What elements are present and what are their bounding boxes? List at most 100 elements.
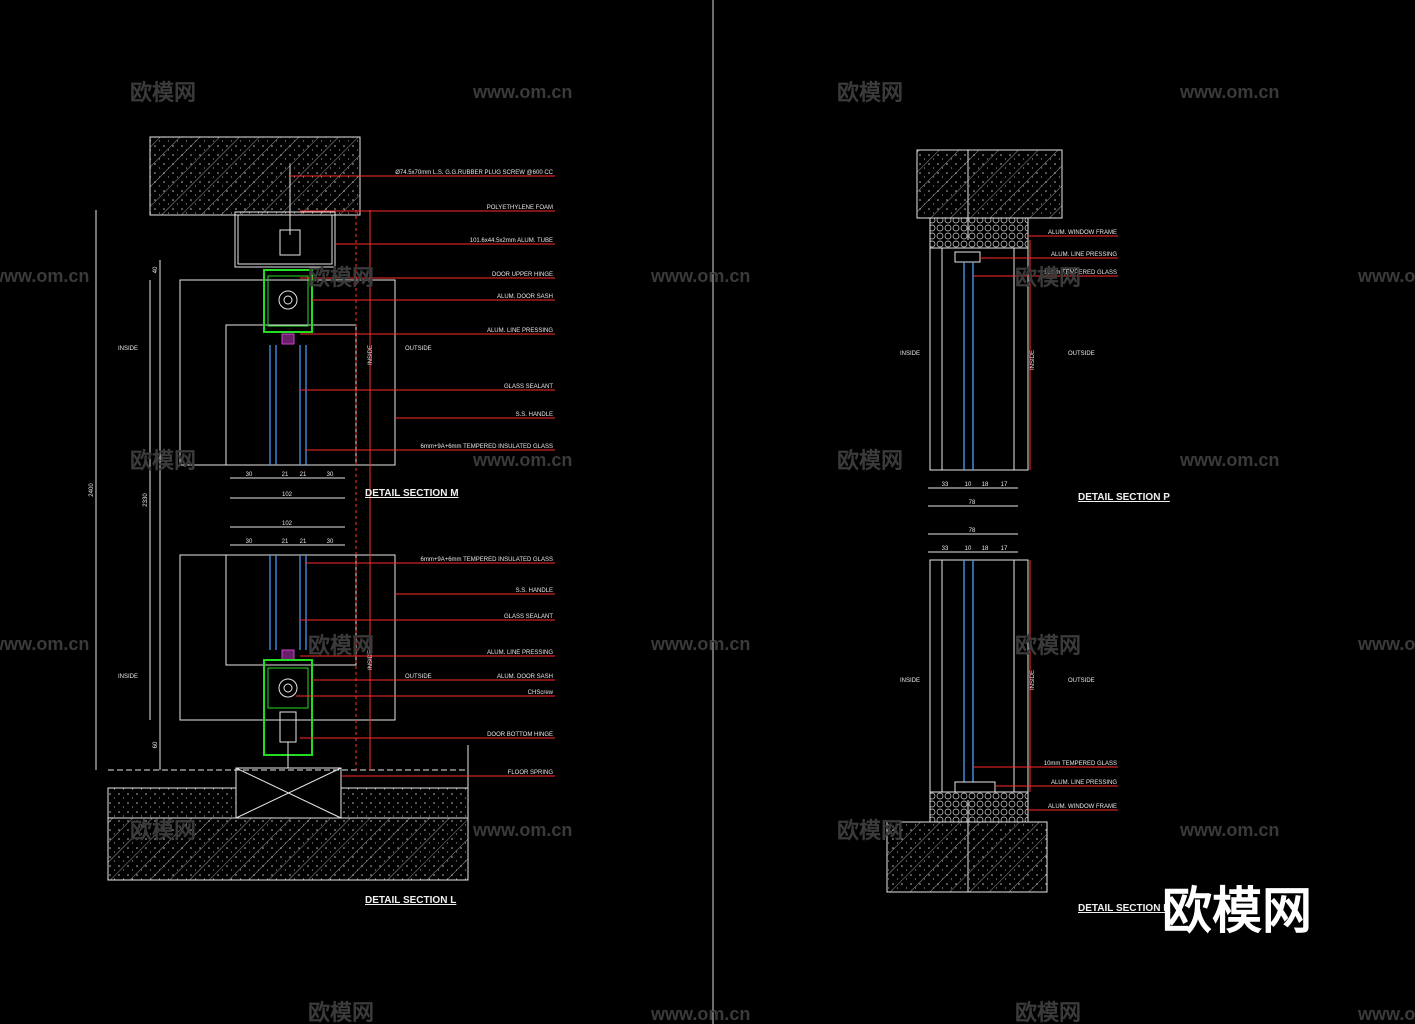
label-m-0: Ø74.5x70mm L.S. G.G.RUBBER PLUG SCREW @6… [395, 170, 553, 176]
dim-m-2: 21 [300, 472, 307, 478]
dim-m-1: 21 [282, 472, 289, 478]
label-p-2: 10mm TEMPERED GLASS [1044, 270, 1117, 276]
section-l-side-left: INSIDE [118, 674, 138, 680]
svg-text:www.om.cn: www.om.cn [0, 266, 89, 286]
label-n-0: 10mm TEMPERED GLASS [1044, 761, 1117, 767]
svg-text:欧模网: 欧模网 [1015, 265, 1081, 291]
overall-dimensions [95, 210, 371, 770]
label-m-4: ALUM. DOOR SASH [497, 294, 553, 300]
dim-n-width: 78 [969, 528, 976, 534]
svg-text:欧模网: 欧模网 [1015, 1000, 1081, 1024]
dim-l-width: 102 [282, 521, 293, 527]
svg-text:www.om.cn: www.om.cn [1357, 1004, 1415, 1024]
label-l-3: ALUM. LINE PRESSING [487, 650, 553, 656]
detail-section-l [107, 526, 469, 881]
svg-text:欧模网: 欧模网 [308, 633, 374, 659]
dim-l-0: 30 [246, 539, 253, 545]
watermarks: 欧模网 www.om.cn 欧模网 www.om.cn www.om.cn 欧模… [0, 80, 1415, 1024]
label-l-2: GLASS SEALANT [504, 614, 553, 620]
label-m-3: DOOR UPPER HINGE [492, 272, 553, 278]
section-m-title: DETAIL SECTION M [365, 488, 459, 499]
dim-m-width: 102 [282, 492, 293, 498]
svg-text:www.om.cn: www.om.cn [472, 450, 572, 470]
section-n-leaders [973, 560, 1118, 811]
section-p-foam [929, 217, 1029, 249]
svg-text:欧模网: 欧模网 [308, 265, 374, 291]
section-l-vertical-tag: INSIDE [368, 650, 374, 670]
detail-section-p [916, 149, 1063, 507]
section-n-side-right: OUTSIDE [1068, 678, 1095, 684]
dim-2400: 2400 [89, 483, 95, 497]
label-l-7: FLOOR SPRING [508, 770, 554, 776]
dim-40: 40 [153, 266, 159, 273]
svg-text:欧模网: 欧模网 [1015, 633, 1081, 659]
section-m-leaders [290, 175, 555, 451]
svg-text:www.om.cn: www.om.cn [472, 820, 572, 840]
svg-text:欧模网: 欧模网 [130, 818, 196, 844]
section-n-title: DETAIL SECTION N [1078, 903, 1170, 914]
label-l-6: DOOR BOTTOM HINGE [487, 732, 553, 738]
section-p-side-left: INSIDE [900, 351, 920, 357]
section-n-side-left: INSIDE [900, 678, 920, 684]
section-n-frame [929, 559, 1029, 793]
dim-p-0: 33 [942, 482, 949, 488]
dim-l-2: 21 [300, 539, 307, 545]
label-l-5: CHScrew [528, 690, 554, 696]
brand-logo: 欧模网 [1162, 882, 1312, 940]
label-m-5: ALUM. LINE PRESSING [487, 328, 553, 334]
svg-text:www.om.cn: www.om.cn [650, 634, 750, 654]
svg-text:www.om.cn: www.om.cn [650, 1004, 750, 1024]
svg-text:www.om.cn: www.om.cn [650, 266, 750, 286]
svg-text:欧模网: 欧模网 [837, 448, 903, 474]
label-m-2: 101.6x44.5x2mm ALUM. TUBE [470, 238, 553, 244]
svg-text:www.om.cn: www.om.cn [1357, 266, 1415, 286]
section-l-title: DETAIL SECTION L [365, 895, 456, 906]
section-m-side-right: OUTSIDE [405, 346, 432, 352]
label-p-0: ALUM. WINDOW FRAME [1048, 230, 1117, 236]
label-n-1: ALUM. LINE PRESSING [1051, 780, 1117, 786]
svg-text:欧模网: 欧模网 [130, 80, 196, 106]
section-l-side-right: OUTSIDE [405, 674, 432, 680]
alum-tube [234, 211, 336, 268]
svg-text:www.om.cn: www.om.cn [472, 82, 572, 102]
label-m-6: GLASS SEALANT [504, 384, 553, 390]
section-m-vertical-tag: INSIDE [368, 345, 374, 365]
label-m-7: S.S. HANDLE [516, 412, 553, 418]
detail-section-n [886, 533, 1048, 893]
label-l-1: S.S. HANDLE [516, 588, 553, 594]
dim-l-1: 21 [282, 539, 289, 545]
section-l-leaders [296, 562, 555, 777]
svg-text:欧模网: 欧模网 [130, 448, 196, 474]
alum-door-sash-m [263, 269, 313, 333]
svg-text:欧模网: 欧模网 [837, 80, 903, 106]
section-p-leaders [973, 235, 1118, 470]
dim-m-3: 30 [327, 472, 334, 478]
label-p-1: ALUM. LINE PRESSING [1051, 252, 1117, 258]
dim-p-3: 17 [1001, 482, 1008, 488]
dim-m-0: 30 [246, 472, 253, 478]
detail-section-m [149, 136, 396, 499]
label-m-1: POLYETHYLENE FOAM [487, 205, 553, 211]
section-p-title: DETAIL SECTION P [1078, 492, 1170, 503]
dim-p-width: 78 [969, 500, 976, 506]
svg-text:欧模网: 欧模网 [837, 818, 903, 844]
dim-l-3: 30 [327, 539, 334, 545]
dim-60: 60 [153, 741, 159, 748]
label-l-0: 6mm+9A+6mm TEMPERED INSULATED GLASS [421, 557, 553, 563]
dim-n-2: 18 [982, 546, 989, 552]
section-p-vertical-tag: INSIDE [1030, 350, 1036, 370]
svg-text:www.om.cn: www.om.cn [1179, 450, 1279, 470]
label-n-2: ALUM. WINDOW FRAME [1048, 804, 1117, 810]
dim-p-1: 10 [965, 482, 972, 488]
section-n-foam [929, 791, 1029, 823]
section-m-side-left: INSIDE [118, 346, 138, 352]
outer-frame-m [179, 279, 396, 466]
svg-text:www.om.cn: www.om.cn [1179, 82, 1279, 102]
section-n-vertical-tag: INSIDE [1030, 670, 1036, 690]
svg-text:www.om.cn: www.om.cn [0, 634, 89, 654]
svg-text:www.om.cn: www.om.cn [1179, 820, 1279, 840]
svg-text:欧模网: 欧模网 [308, 1000, 374, 1024]
dim-n-1: 10 [965, 546, 972, 552]
